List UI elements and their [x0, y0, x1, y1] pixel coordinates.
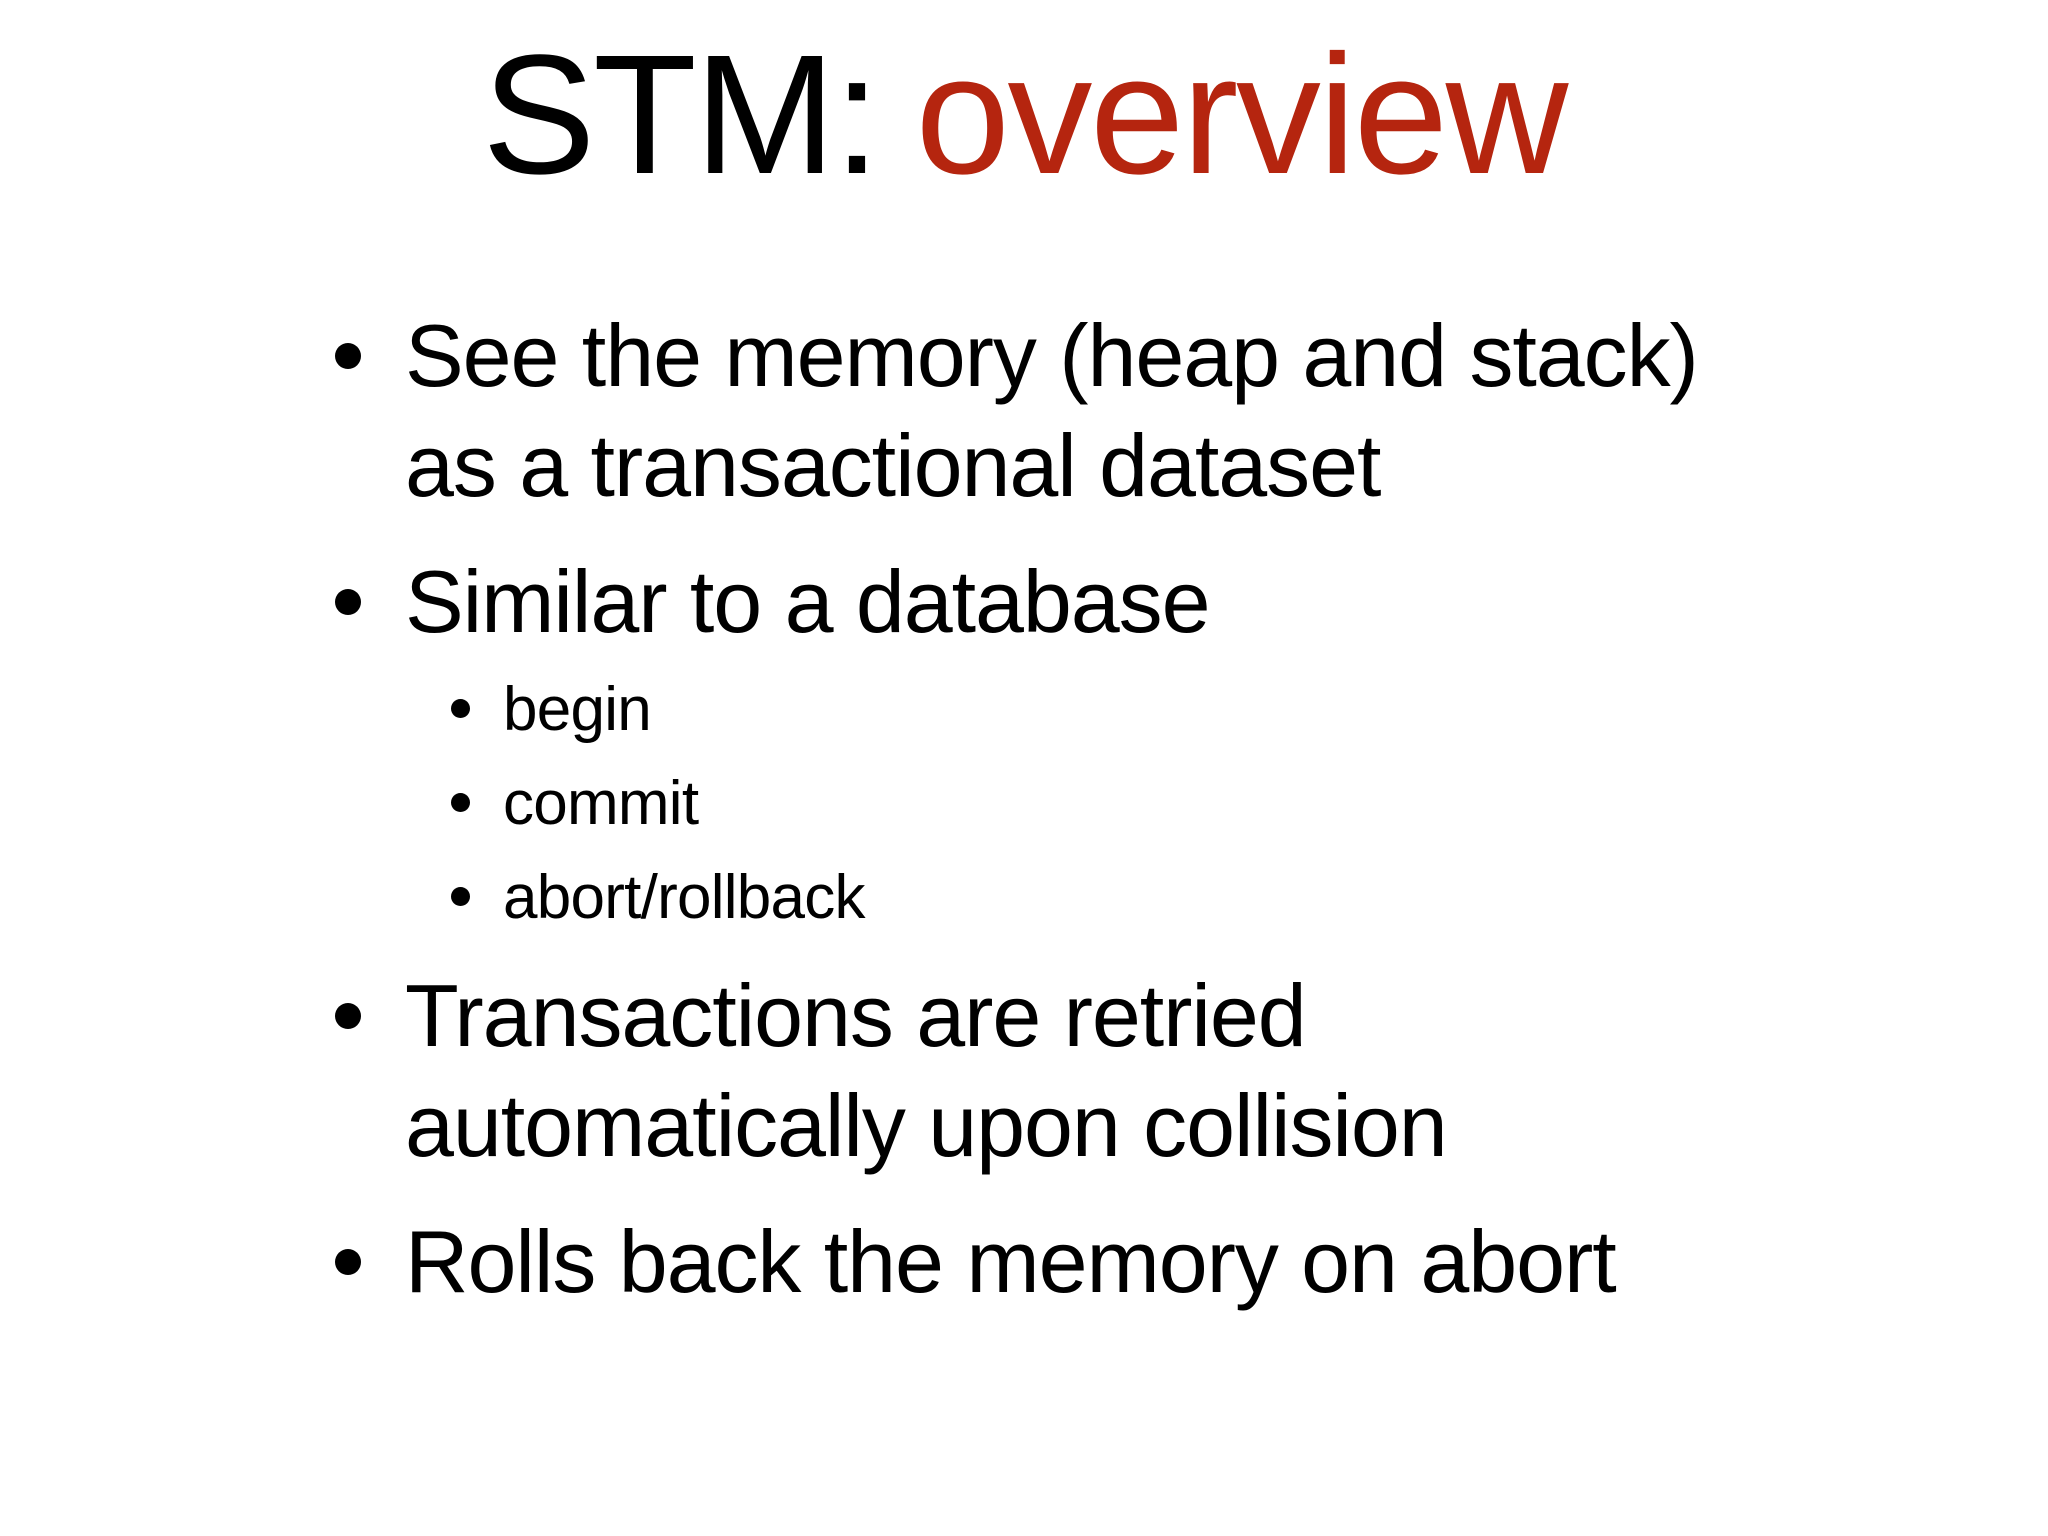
list-item: Rolls back the memory on abort	[335, 1207, 1888, 1317]
bullet-line: Rolls back the memory on abort	[405, 1212, 1617, 1311]
bullet-icon	[451, 699, 470, 718]
list-item: abort/rollback	[451, 867, 1888, 929]
list-item: Transactions are retried automatically u…	[335, 961, 1888, 1181]
bullet-icon	[451, 793, 470, 812]
slide-body: See the memory (heap and stack) as a tra…	[335, 301, 1888, 1317]
bullet-line: as a transactional dataset	[405, 416, 1381, 515]
bullet-line: See the memory (heap and stack)	[405, 306, 1699, 405]
sub-bullet-list: begin commit abort/rollback	[405, 679, 1888, 929]
title-highlight: overview	[915, 20, 1568, 210]
bullet-icon	[335, 589, 361, 615]
bullet-line: commit	[503, 769, 699, 838]
title-prefix: STM:	[482, 20, 880, 210]
bullet-line: Similar to a database	[405, 552, 1211, 651]
slide-title: STM:overview	[0, 0, 2048, 209]
bullet-icon	[451, 887, 470, 906]
bullet-icon	[335, 1249, 361, 1275]
list-item: See the memory (heap and stack) as a tra…	[335, 301, 1888, 521]
bullet-icon	[335, 1003, 361, 1029]
bullet-line: automatically upon collision	[405, 1076, 1448, 1175]
bullet-line: abort/rollback	[503, 863, 866, 932]
bullet-line: Transactions are retried	[405, 966, 1307, 1065]
list-item: commit	[451, 773, 1888, 835]
list-item: Similar to a database begin commit abort…	[335, 547, 1888, 929]
bullet-line: begin	[503, 675, 652, 744]
list-item: begin	[451, 679, 1888, 741]
bullet-list: See the memory (heap and stack) as a tra…	[335, 301, 1888, 1317]
bullet-icon	[335, 343, 361, 369]
